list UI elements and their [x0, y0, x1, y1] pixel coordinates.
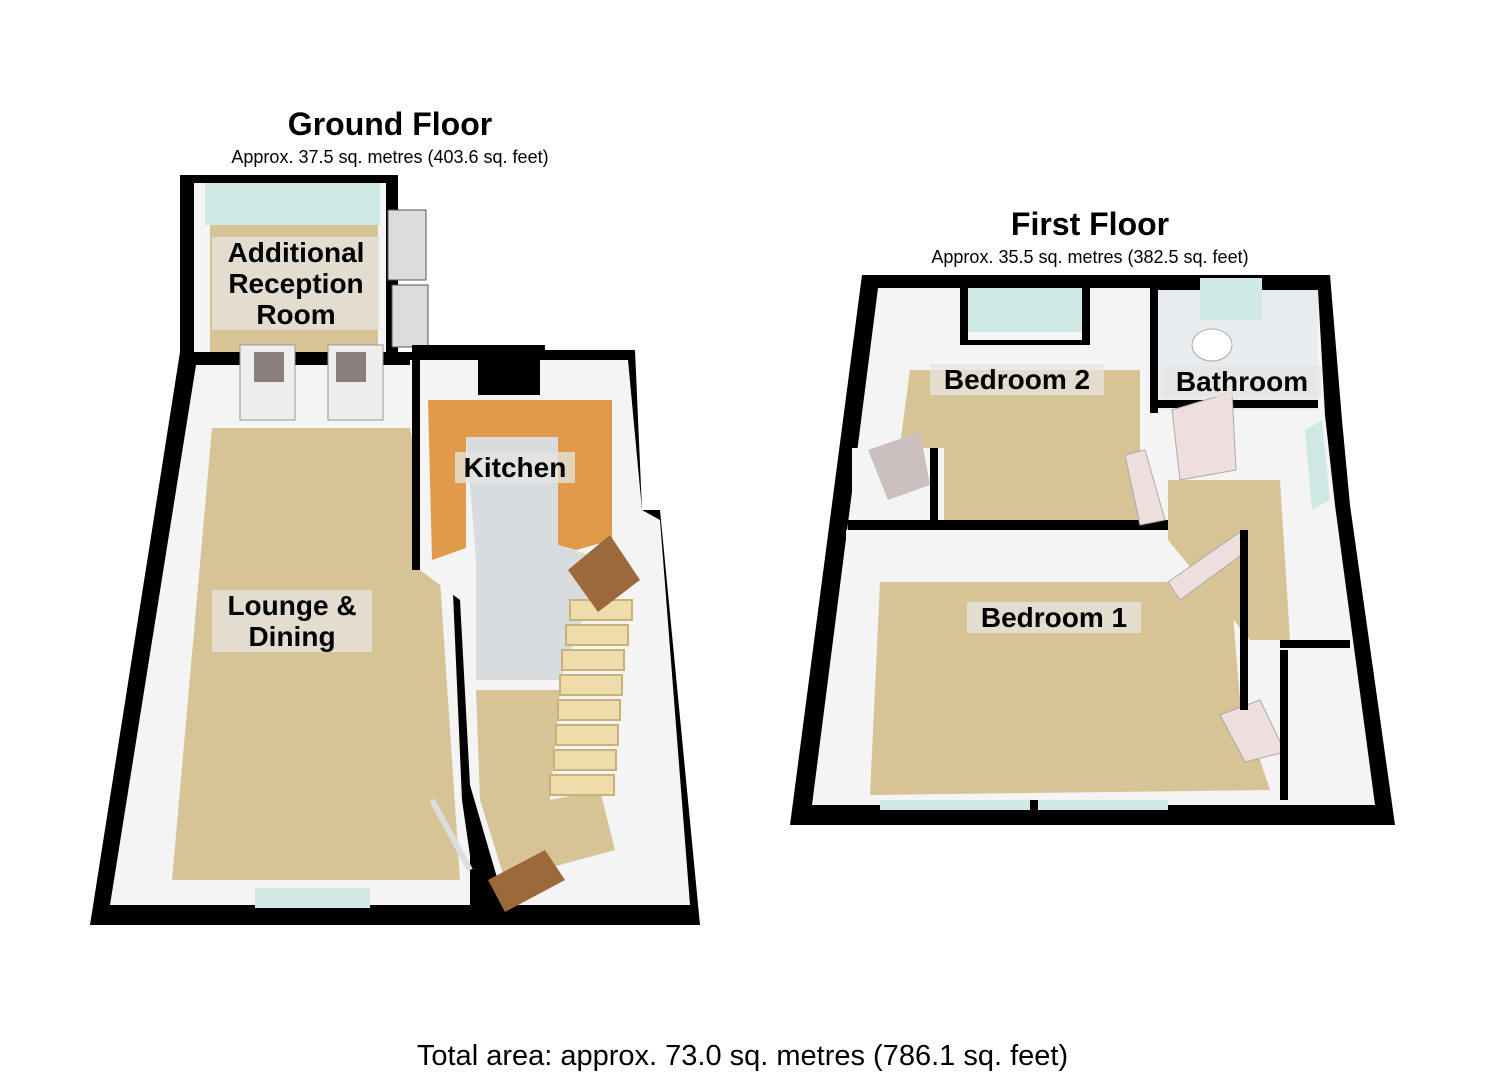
room-label-kitchen: Kitchen	[455, 452, 575, 483]
room-label-line: Bedroom 2	[943, 364, 1091, 395]
room-label-line: Lounge &	[227, 590, 357, 621]
room-label-additional-reception: Additional Reception Room	[212, 237, 380, 330]
room-label-line: Room	[256, 299, 336, 330]
room-label-line: Reception	[228, 268, 364, 299]
room-label-line: Bedroom 1	[980, 602, 1128, 633]
ground-floor-area: Approx. 37.5 sq. metres (403.6 sq. feet)	[231, 147, 549, 167]
room-label-bedroom-2: Bedroom 2	[930, 364, 1104, 395]
first-floor-area: Approx. 35.5 sq. metres (382.5 sq. feet)	[931, 247, 1249, 267]
room-label-bathroom: Bathroom	[1163, 366, 1321, 397]
ground-floor-plan	[90, 175, 700, 925]
first-floor-plan	[790, 275, 1395, 825]
room-label-lounge-dining: Lounge & Dining	[212, 590, 372, 652]
room-label-line: Kitchen	[463, 452, 567, 483]
room-label-line: Bathroom	[1175, 366, 1309, 397]
total-area: Total area: approx. 73.0 sq. metres (786…	[416, 1040, 1069, 1072]
room-label-bedroom-1: Bedroom 1	[967, 602, 1141, 633]
ground-floor-title: Ground Floor	[287, 106, 493, 142]
room-label-line: Additional	[227, 237, 365, 268]
room-label-line: Dining	[248, 621, 336, 652]
first-floor-title: First Floor	[1010, 206, 1170, 242]
